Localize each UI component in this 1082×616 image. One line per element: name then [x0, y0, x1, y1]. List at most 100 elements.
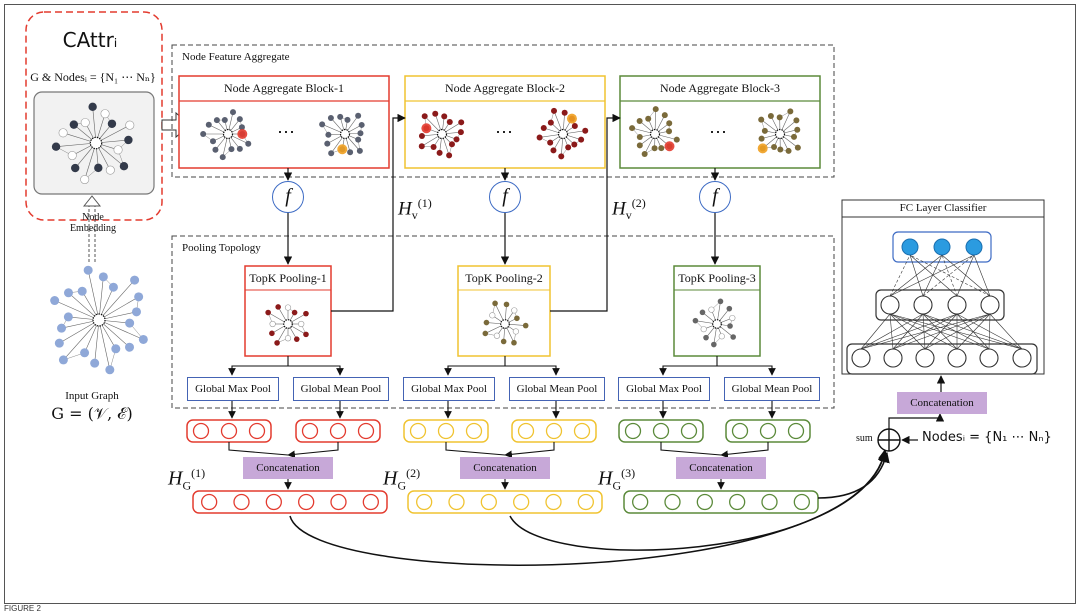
hg-vector	[192, 490, 388, 514]
fc-edge	[956, 254, 975, 297]
fc-output-neuron	[901, 238, 919, 256]
graph-node	[105, 365, 115, 375]
graph-node	[536, 134, 543, 141]
graph-node	[210, 138, 217, 145]
vector-outline	[192, 490, 388, 514]
global-max-pool-3: Global Max Pool	[618, 377, 710, 401]
graph-node	[80, 118, 90, 128]
graph-node	[514, 315, 520, 322]
graph-node	[245, 140, 252, 147]
graph-node	[125, 120, 135, 130]
graph-node	[293, 336, 300, 342]
highlighted-node	[237, 129, 248, 139]
graph-node	[578, 136, 585, 143]
vector-cell	[301, 422, 319, 440]
vector-cell	[233, 493, 250, 511]
vector-cell	[577, 493, 594, 511]
graph-node	[108, 282, 118, 292]
graph-center-node	[557, 128, 569, 140]
highlighted-node	[664, 141, 675, 152]
cattr-graph	[51, 102, 135, 185]
graph-node	[344, 116, 351, 123]
input-graph-formula: G = (𝒱, ℰ)	[51, 404, 133, 423]
graph-node	[673, 136, 680, 143]
pool-mini-graph	[265, 304, 309, 346]
graph-node	[265, 309, 271, 316]
vector-cell	[480, 493, 497, 511]
fc-input-neuron	[947, 348, 967, 368]
graph-node	[492, 300, 498, 307]
fc-edge	[889, 254, 943, 297]
fc-edge	[909, 254, 924, 297]
fc-output-neuron	[965, 238, 983, 256]
graph-node	[418, 132, 425, 139]
graph-node	[436, 149, 443, 156]
cattr-mini-graph	[51, 102, 135, 185]
global-mean-pool-1: Global Mean Pool	[293, 377, 389, 401]
graph-node	[550, 147, 557, 154]
aggregate-mini-graph	[200, 109, 252, 161]
pooled-vector	[511, 419, 597, 443]
sum-node	[877, 428, 901, 452]
graph-node	[134, 292, 144, 302]
graph-node	[303, 310, 309, 317]
graph-node	[700, 326, 707, 333]
global-max-pool-1: Global Max Pool	[187, 377, 279, 401]
fc-edge	[924, 313, 991, 350]
graph-node	[503, 301, 510, 308]
graph-node	[67, 151, 77, 161]
graph-node	[50, 296, 60, 306]
fc-edge	[922, 313, 1023, 350]
fc-edge	[889, 254, 975, 297]
graph-node	[63, 288, 73, 298]
graph-node	[791, 133, 798, 140]
vector-cell	[448, 493, 465, 511]
concatenation-1: Concatenation	[243, 457, 333, 479]
graph-node	[787, 108, 794, 115]
graph-edge	[63, 319, 100, 361]
input-mini-graph	[50, 265, 148, 375]
graph-node	[761, 127, 768, 134]
graph-node	[358, 121, 365, 128]
pool-graphs	[265, 298, 736, 348]
graph-node	[558, 153, 565, 160]
graph-node	[711, 341, 717, 348]
graph-node	[77, 286, 87, 296]
figure-caption: FIGURE 2	[4, 604, 41, 613]
graph-node	[138, 334, 148, 344]
graph-node	[540, 124, 547, 131]
ellipsis-2: ⋯	[495, 122, 513, 142]
graph-node	[483, 319, 490, 326]
graph-node	[482, 330, 489, 337]
aggregate-graphs	[200, 106, 801, 161]
graph-node	[571, 122, 578, 129]
graph-node	[776, 114, 783, 121]
graph-node	[636, 134, 643, 141]
graph-node	[771, 144, 778, 151]
vector-cell	[192, 422, 210, 440]
fc-output-neuron	[933, 238, 951, 256]
graph-node	[355, 136, 362, 143]
merge-line	[720, 442, 769, 459]
aggregate-block-2-title: Node Aggregate Block-2	[445, 81, 565, 95]
input-graph-label: Input Graph	[65, 390, 119, 402]
graph-edge	[98, 276, 104, 321]
graph-node	[418, 143, 425, 150]
graph-node	[717, 298, 724, 305]
hv-label-1: Hv(1)	[398, 196, 432, 223]
pooled-vector	[725, 419, 811, 443]
ellipsis-3: ⋯	[709, 122, 727, 142]
graph-edge	[98, 319, 144, 340]
graph-center-node	[339, 128, 351, 140]
cattr-title: CAttrᵢ	[62, 28, 118, 52]
graph-node	[355, 112, 362, 119]
graph-node	[337, 113, 344, 120]
graph-node	[718, 333, 725, 340]
fc-input-neuron	[979, 348, 999, 368]
graph-node	[284, 335, 292, 342]
graph-node	[512, 328, 519, 335]
fc-edge	[909, 254, 958, 297]
graph-node	[347, 149, 354, 156]
graph-node	[453, 136, 460, 143]
graph-node	[551, 107, 558, 114]
